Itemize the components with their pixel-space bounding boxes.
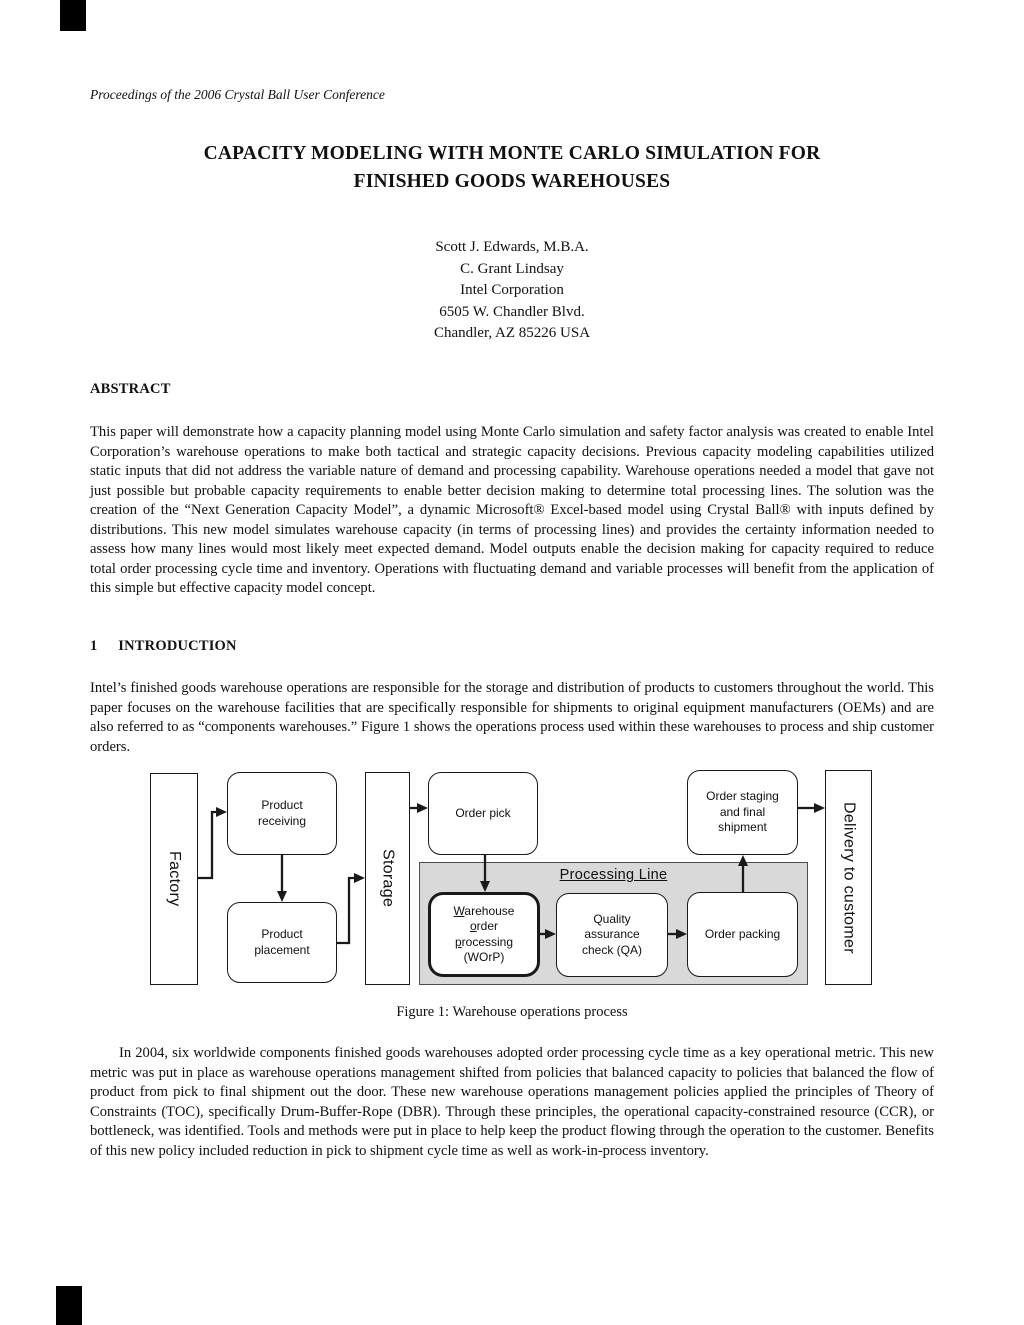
node-product-receiving: Product receiving xyxy=(227,772,337,855)
abstract-heading: ABSTRACT xyxy=(90,381,171,397)
node-label-line: Warehouse xyxy=(453,903,515,918)
node-label-line: Product xyxy=(261,927,303,941)
scan-artifact-bottom-left xyxy=(56,1286,82,1325)
node-label-line: (WOrP) xyxy=(463,950,505,964)
node-label-line: assurance xyxy=(584,927,640,942)
introduction-heading: 1 INTRODUCTION xyxy=(90,638,237,655)
node-label-line: Quality xyxy=(593,911,631,926)
author-address: Chandler, AZ 85226 USA xyxy=(433,325,591,341)
node-label-line: and final xyxy=(719,804,766,819)
paper-title-line-1: CAPACITY MODELING WITH MONTE CARLO SIMUL… xyxy=(203,143,821,164)
arrow-factory-to-receiving xyxy=(198,807,227,880)
node-factory: Factory xyxy=(150,773,198,985)
author-address: 6505 W. Chandler Blvd. xyxy=(439,303,585,320)
section-title: INTRODUCTION xyxy=(118,638,237,654)
node-warehouse-order-processing: Warehouse order processing (WOrP) xyxy=(428,892,540,977)
paper-title: CAPACITY MODELING WITH MONTE CARLO SIMUL… xyxy=(0,140,1024,196)
node-label-line: order xyxy=(469,919,499,933)
node-order-staging: Order staging and final shipment xyxy=(687,770,798,855)
node-label-line: shipment xyxy=(718,820,767,835)
introduction-text: Intel’s finished goods warehouse operati… xyxy=(90,680,934,755)
author-name: C. Grant Lindsay xyxy=(460,260,564,277)
node-label-line: Product xyxy=(261,798,303,812)
node-label-line: Order pick xyxy=(455,805,511,820)
abstract-text: This paper will demonstrate how a capaci… xyxy=(90,424,934,596)
author-name: Scott J. Edwards, M.B.A. xyxy=(435,239,589,255)
node-storage: Storage xyxy=(365,772,410,985)
scan-artifact-top-left xyxy=(60,0,86,31)
node-order-pick: Order pick xyxy=(428,772,538,855)
section-number: 1 xyxy=(90,638,98,654)
figure-1-diagram: Processing Line Factory Product xyxy=(150,770,872,985)
figure-caption: Figure 1: Warehouse operations process xyxy=(396,1004,628,1020)
paragraph-2004: In 2004, six worldwide components finish… xyxy=(90,1045,934,1159)
node-quality-assurance: Quality assurance check (QA) xyxy=(556,893,668,977)
author-affiliation: Intel Corporation xyxy=(460,282,564,298)
node-label-line: Order staging xyxy=(706,789,779,804)
node-label-line: processing xyxy=(454,934,514,949)
node-label-line: placement xyxy=(254,942,310,957)
node-delivery-to-customer: Delivery to customer xyxy=(825,770,872,985)
paper-title-line-2: FINISHED GOODS WAREHOUSES xyxy=(353,171,671,192)
node-label-line: receiving xyxy=(257,813,307,828)
arrow-placement-to-storage xyxy=(337,873,365,945)
node-label-line: check (QA) xyxy=(581,942,642,957)
processing-line-label: Processing Line xyxy=(559,867,668,883)
node-label-line: Order packing xyxy=(704,926,781,941)
node-product-placement: Product placement xyxy=(227,902,337,983)
node-order-packing: Order packing xyxy=(687,892,798,977)
running-header: Proceedings of the 2006 Crystal Ball Use… xyxy=(90,87,385,102)
author-block: Scott J. Edwards, M.B.A. C. Grant Lindsa… xyxy=(0,237,1024,345)
